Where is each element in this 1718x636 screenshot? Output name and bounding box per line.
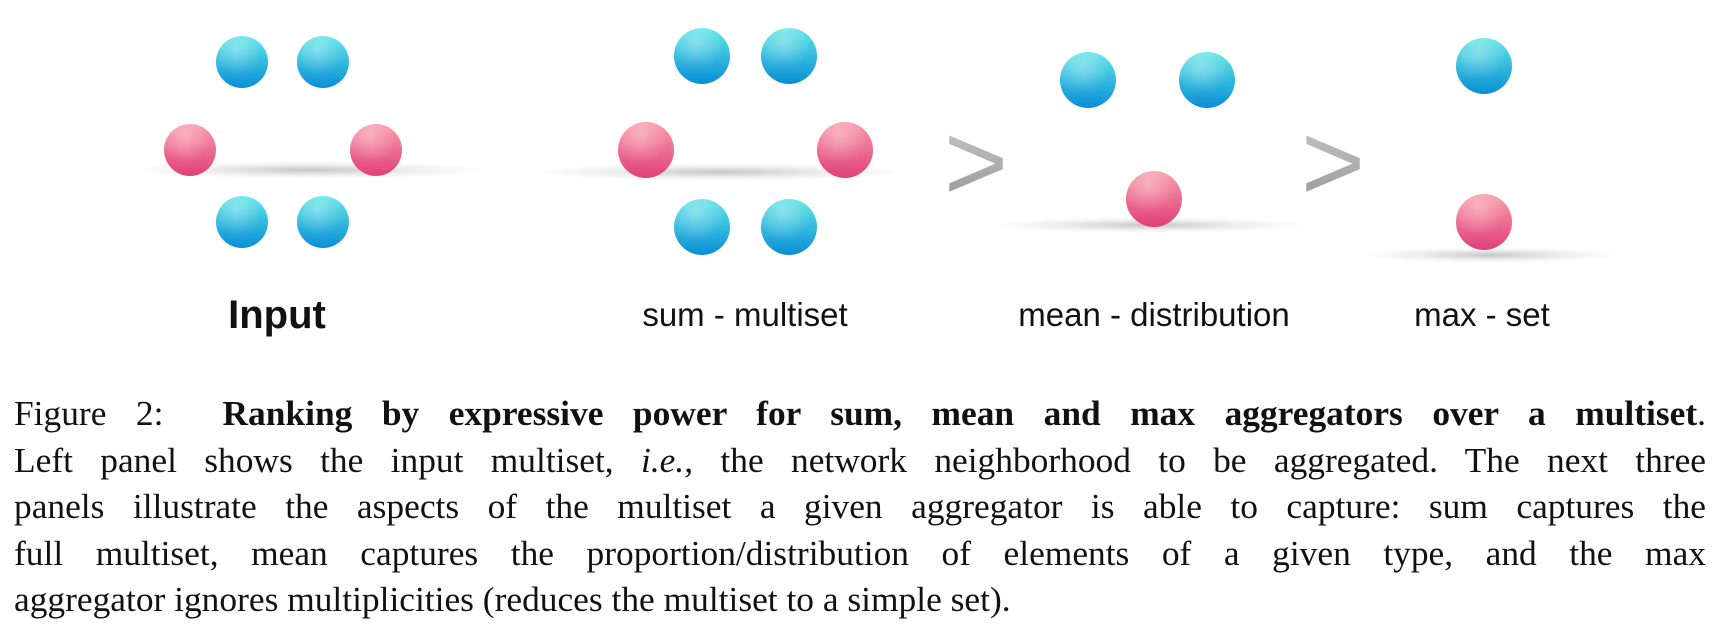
floor-shadow-max bbox=[1360, 247, 1620, 263]
center-node bbox=[618, 122, 674, 178]
panel-label-max: max - set bbox=[1414, 296, 1550, 333]
figure-caption: Figure 2: Ranking by expressive power fo… bbox=[14, 390, 1706, 623]
caption-line-2: Left panel shows the input multiset, i.e… bbox=[14, 437, 1706, 484]
caption-line-5: aggregator ignores multiplicities (reduc… bbox=[14, 579, 1011, 619]
max-panel: max - set bbox=[1414, 38, 1550, 333]
caption-title-period: . bbox=[1697, 393, 1706, 433]
neighbor-node bbox=[297, 36, 349, 88]
caption-line-1: Figure 2: Ranking by expressive power fo… bbox=[14, 390, 1706, 437]
center-node bbox=[350, 124, 402, 176]
diagram-canvas: Input sum - multiset > mean - distributi… bbox=[130, 28, 1620, 337]
neighbor-node bbox=[216, 36, 268, 88]
input-panel: Input bbox=[164, 36, 402, 337]
figure-number: Figure 2: bbox=[14, 393, 164, 433]
mean-panel: mean - distribution bbox=[1018, 52, 1290, 333]
panel-label-sum: sum - multiset bbox=[642, 296, 847, 333]
panel-label-mean: mean - distribution bbox=[1018, 296, 1289, 333]
neighbor-node bbox=[761, 28, 817, 84]
neighbor-node bbox=[1456, 38, 1512, 94]
caption-line-3: panels illustrate the aspects of the mul… bbox=[14, 486, 1706, 526]
center-node bbox=[817, 122, 873, 178]
neighbor-node bbox=[761, 199, 817, 255]
caption-line-4: full multiset, mean captures the proport… bbox=[14, 532, 1706, 573]
panel-label-input: Input bbox=[228, 293, 326, 337]
floor-shadow-input bbox=[130, 161, 490, 179]
greater-than-symbol: > bbox=[944, 101, 1008, 224]
comparator-2: > bbox=[1301, 101, 1365, 224]
center-node bbox=[1456, 194, 1512, 250]
neighbor-node bbox=[674, 199, 730, 255]
floor-shadows bbox=[130, 161, 1620, 263]
caption-italic-ie: i.e. bbox=[641, 439, 685, 480]
greater-than-symbol: > bbox=[1301, 101, 1365, 224]
neighbor-node bbox=[216, 196, 268, 248]
neighbor-node bbox=[297, 196, 349, 248]
sum-panel: sum - multiset bbox=[618, 28, 873, 333]
aggregator-diagram: Input sum - multiset > mean - distributi… bbox=[130, 28, 1620, 337]
caption-text: , the network neighborhood to be aggrega… bbox=[684, 439, 1706, 480]
center-node bbox=[1126, 171, 1182, 227]
center-node bbox=[164, 124, 216, 176]
comparator-1: > bbox=[944, 101, 1008, 224]
neighbor-node bbox=[674, 28, 730, 84]
caption-title: Ranking by expressive power for sum, mea… bbox=[222, 393, 1698, 433]
caption-text: Left panel shows the input multiset, bbox=[14, 439, 614, 480]
neighbor-node bbox=[1060, 52, 1116, 108]
neighbor-node bbox=[1179, 52, 1235, 108]
